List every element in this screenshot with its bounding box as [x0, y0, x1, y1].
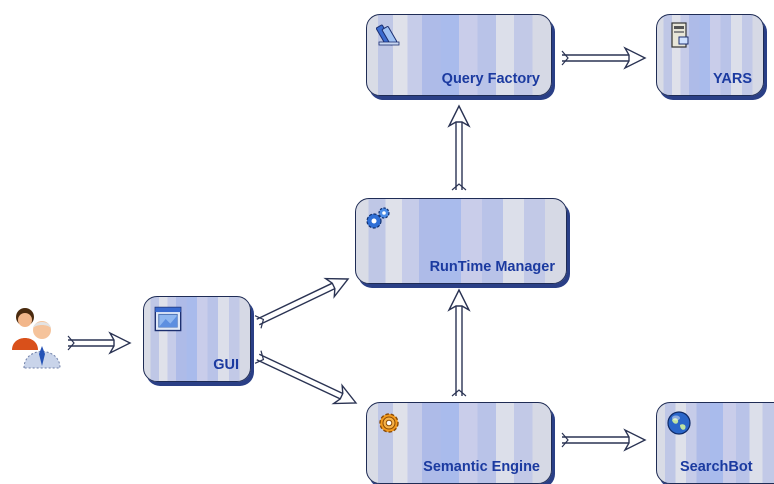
runtime-manager-box	[355, 198, 567, 284]
gui-node[interactable]: GUI	[143, 296, 251, 382]
arrow-semantic-engine-to-searchbot	[561, 428, 647, 452]
semantic-engine-label: Semantic Engine	[423, 459, 540, 475]
query-factory-node[interactable]: Query Factory	[366, 14, 552, 96]
arrow-query-factory-to-yars	[561, 46, 647, 70]
semantic-engine-node[interactable]: Semantic Engine	[366, 402, 552, 484]
users-icon	[12, 308, 61, 369]
yars-node[interactable]: YARS	[656, 14, 764, 96]
query-factory-label: Query Factory	[441, 71, 540, 87]
query-factory-box	[366, 14, 552, 96]
gears-icon	[366, 207, 390, 229]
window-icon	[154, 306, 182, 332]
gear-icon	[379, 413, 399, 433]
books-icon	[376, 24, 400, 46]
runtime-manager-label: RunTime Manager	[429, 259, 555, 275]
searchbot-label: SearchBot	[680, 459, 753, 475]
gui-label: GUI	[213, 357, 239, 373]
globe-icon	[667, 411, 691, 435]
arrow-semantic-engine-to-runtime-manager	[447, 288, 471, 397]
semantic-engine-box	[366, 402, 552, 484]
arrow-gui-to-semantic-engine	[254, 350, 358, 405]
arrow-runtime-manager-to-query-factory	[447, 104, 471, 191]
runtime-manager-node[interactable]: RunTime Manager	[355, 198, 567, 284]
server-icon	[671, 22, 689, 48]
yars-label: YARS	[713, 71, 752, 87]
arrow-gui-to-runtime-manager	[254, 277, 350, 329]
searchbot-node[interactable]: SearchBot	[656, 402, 774, 484]
arrow-actor-to-gui	[67, 331, 132, 355]
